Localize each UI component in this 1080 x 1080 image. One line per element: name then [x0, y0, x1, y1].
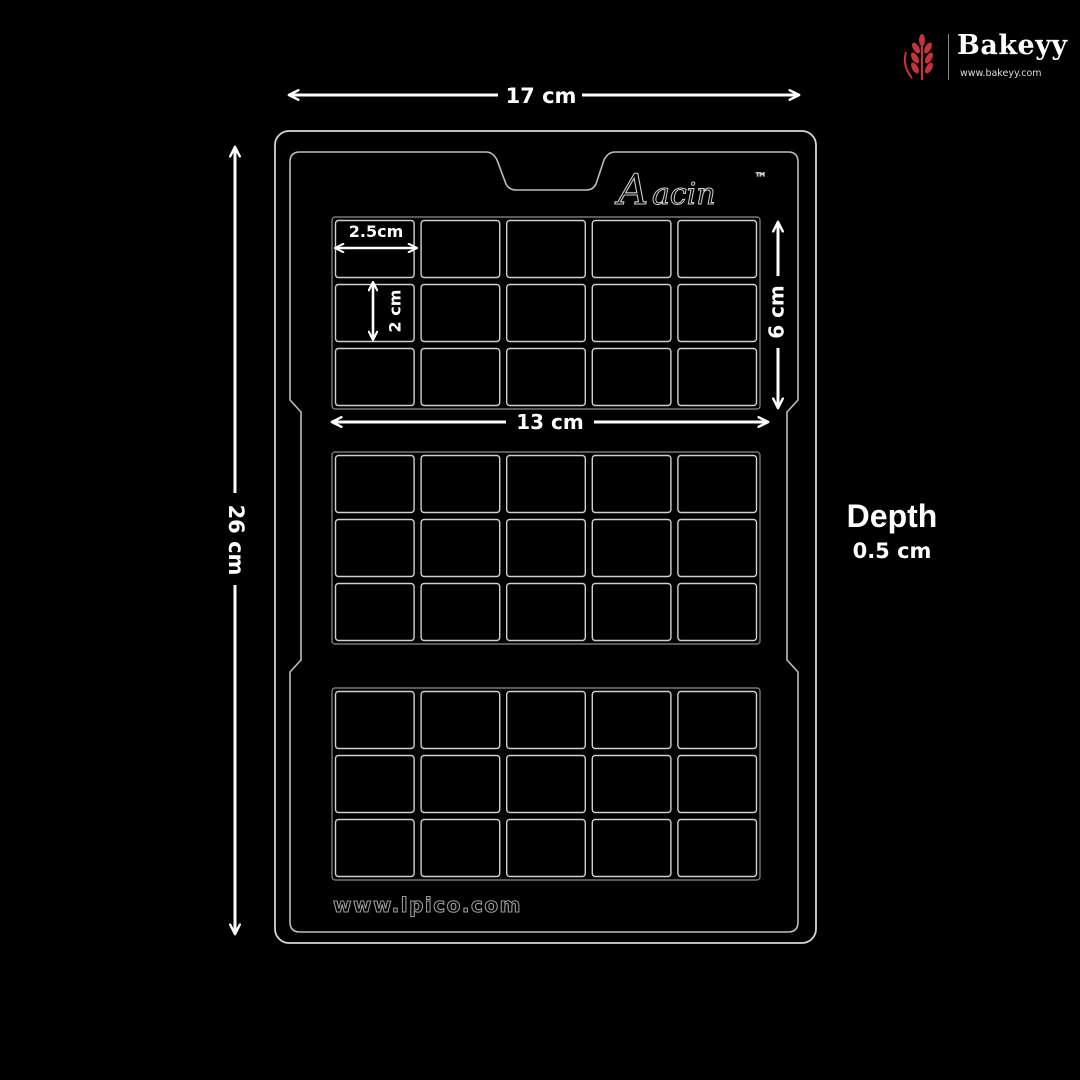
brand-divider [948, 34, 949, 80]
cavity-cell [420, 582, 501, 642]
cavity-cell [677, 754, 758, 814]
cavity-cell [420, 518, 501, 578]
cavity-cell [420, 347, 501, 407]
depth-value: 0.5 cm [852, 539, 932, 563]
mold-imprint-url: www.lpico.com [333, 893, 522, 917]
cavity-cell [506, 690, 587, 750]
tray-inner-rim [289, 151, 799, 933]
cavity-cell [420, 818, 501, 878]
cavity-cell [506, 818, 587, 878]
section-width-dimension: 13 cm [330, 410, 770, 434]
cavity-cell [677, 690, 758, 750]
height-label: 26 cm [224, 505, 248, 576]
cavity-cell [591, 754, 672, 814]
brand-logo: Bakeyy www.bakeyy.com [900, 30, 1070, 86]
section-height-label: 6 cm [765, 285, 789, 339]
cavity-cell [506, 582, 587, 642]
cavity-cell [420, 454, 501, 514]
cavity-cell [591, 283, 672, 343]
cavity-cell [677, 454, 758, 514]
cavity-cell [334, 690, 415, 750]
cavity-cell [420, 283, 501, 343]
mold-logo-initial: A [614, 165, 648, 214]
cavity-cell [591, 690, 672, 750]
cavity-section-outline [331, 216, 761, 410]
cavity-cell [677, 818, 758, 878]
cavity-cell [677, 347, 758, 407]
cavity-cell [591, 818, 672, 878]
cell-width-dimension: 2.5cm [333, 222, 419, 254]
brand-name: Bakeyy [957, 30, 1068, 61]
cavity-cell [591, 219, 672, 279]
mold-logo-text: acin [652, 177, 716, 212]
cell-height-label: 2 cm [386, 290, 405, 333]
cavity-cell [591, 454, 672, 514]
cavity-cell [677, 283, 758, 343]
width-dimension: 17 cm [287, 84, 801, 108]
tray-outline [274, 130, 817, 944]
wheat-icon [903, 34, 933, 80]
cavity-cell [334, 454, 415, 514]
width-label: 17 cm [506, 84, 577, 108]
cavity-cell [506, 347, 587, 407]
trademark-symbol: ™ [754, 171, 767, 186]
depth-callout: Depth 0.5 cm [822, 498, 962, 563]
brand-url: www.bakeyy.com [960, 68, 1042, 79]
cavity-cell [334, 347, 415, 407]
cavity-cell [506, 754, 587, 814]
cavity-cell [334, 754, 415, 814]
cavity-cell [420, 690, 501, 750]
cavity-cell [677, 518, 758, 578]
cavity-cell [334, 518, 415, 578]
cavity-cell [506, 283, 587, 343]
cavity-cell [334, 582, 415, 642]
cavity-cell [506, 219, 587, 279]
cavity-cell [591, 518, 672, 578]
cavity-cell [506, 518, 587, 578]
cell-width-label: 2.5cm [349, 222, 404, 241]
cavity-cell [677, 219, 758, 279]
cavity-cell [506, 454, 587, 514]
section-width-label: 13 cm [516, 410, 584, 434]
cell-height-dimension: 2 cm [367, 280, 405, 342]
cavity-cell [420, 754, 501, 814]
cavity-cell [677, 582, 758, 642]
cavity-cell [591, 582, 672, 642]
height-dimension: 26 cm [224, 145, 248, 936]
cavity-section-outline [331, 687, 761, 881]
cavity-cell [420, 219, 501, 279]
cavity-section-outline [331, 451, 761, 645]
section-height-dimension: 6 cm [765, 220, 789, 410]
cavity-cell [591, 347, 672, 407]
depth-title: Depth [846, 498, 938, 534]
cavity-cell [334, 818, 415, 878]
mold-logo: A acin ™ [613, 164, 767, 214]
